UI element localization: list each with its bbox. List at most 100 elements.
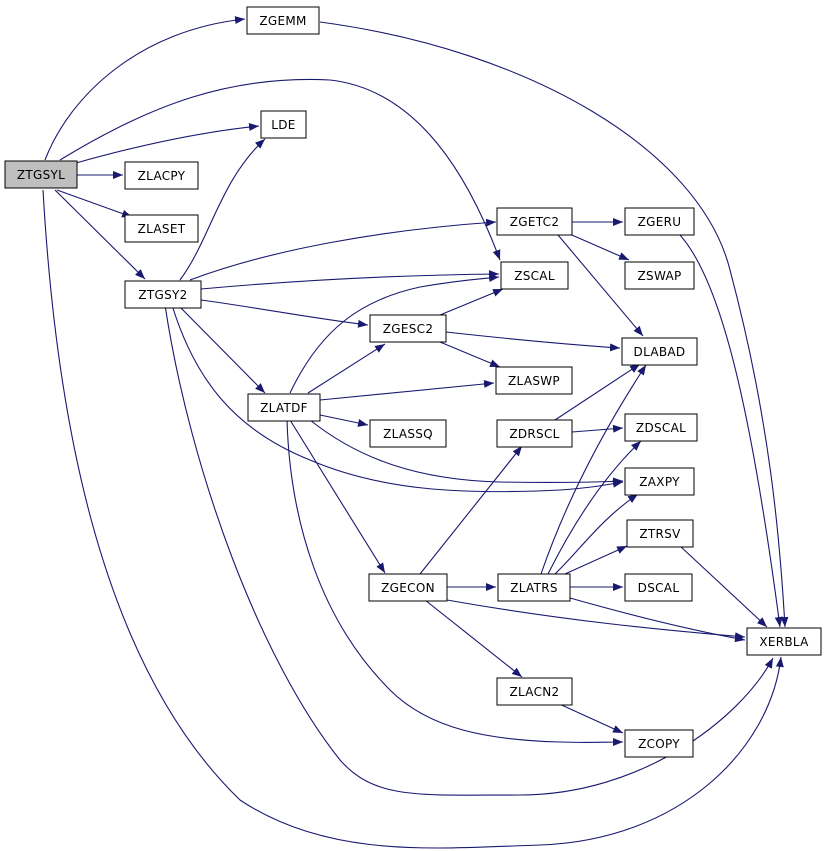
edge-zgetc2-zswap bbox=[564, 231, 630, 261]
node-zswap[interactable]: ZSWAP bbox=[624, 261, 695, 290]
node-zcopy-box bbox=[624, 729, 694, 758]
node-dlabad-label: DLABAD bbox=[634, 345, 686, 359]
node-zgeru-box bbox=[624, 207, 695, 236]
node-xerbla-box bbox=[746, 627, 822, 656]
node-zdrscl[interactable]: ZDRSCL bbox=[496, 419, 573, 448]
edge-ztgsyl-zlaset bbox=[56, 189, 133, 218]
node-zscal-label: ZSCAL bbox=[514, 269, 555, 283]
edge-zlatdf-zgecon bbox=[289, 419, 386, 574]
edge-ztgsy2-lde bbox=[179, 138, 266, 281]
node-dscal[interactable]: DSCAL bbox=[624, 573, 693, 602]
edge-ztgsy2-zgesc2 bbox=[200, 299, 369, 328]
node-zlatdf-box bbox=[247, 393, 321, 422]
node-zlaset-label: ZLASET bbox=[138, 222, 186, 236]
edge-ztgsy2-zscal bbox=[200, 270, 500, 290]
edge-ztgsy2-zaxpy bbox=[171, 304, 624, 493]
node-zlassq[interactable]: ZLASSQ bbox=[369, 419, 447, 448]
node-ztrsv[interactable]: ZTRSV bbox=[626, 519, 694, 548]
node-xerbla-label: XERBLA bbox=[759, 635, 809, 649]
edge-zgecon-zdrscl bbox=[419, 445, 523, 575]
node-zdscal[interactable]: ZDSCAL bbox=[624, 413, 698, 442]
node-dscal-box bbox=[624, 573, 693, 602]
node-zgecon-label: ZGECON bbox=[381, 581, 435, 595]
node-lde-label: LDE bbox=[271, 118, 295, 132]
node-zlatrs[interactable]: ZLATRS bbox=[497, 573, 571, 602]
edge-ztgsy2-xerbla bbox=[164, 304, 774, 796]
edge-zdrscl-dlabad bbox=[554, 363, 641, 421]
edge-ztgsyl-zscal bbox=[59, 78, 501, 261]
node-zgetc2-label: ZGETC2 bbox=[510, 215, 560, 229]
node-xerbla[interactable]: XERBLA bbox=[746, 627, 822, 656]
edge-zlatdf-zgesc2 bbox=[307, 343, 386, 394]
edge-ztgsyl-xerbla bbox=[42, 189, 784, 849]
node-zgeru[interactable]: ZGERU bbox=[624, 207, 695, 236]
edge-zlatdf-zscal bbox=[289, 274, 500, 394]
edge-zlacn2-zcopy bbox=[554, 701, 624, 734]
node-zdscal-label: ZDSCAL bbox=[636, 421, 686, 435]
node-zcopy[interactable]: ZCOPY bbox=[624, 729, 694, 758]
edge-zlatdf-zaxpy bbox=[309, 419, 624, 486]
node-zaxpy[interactable]: ZAXPY bbox=[624, 467, 695, 496]
node-zswap-label: ZSWAP bbox=[638, 269, 682, 283]
node-zlaset[interactable]: ZLASET bbox=[124, 214, 199, 243]
node-zgecon[interactable]: ZGECON bbox=[368, 573, 448, 602]
node-zgetc2-box bbox=[496, 207, 573, 236]
edge-ztgsy2-zgetc2 bbox=[189, 218, 497, 281]
edge-zgesc2-zlaswp bbox=[439, 341, 501, 368]
edge-zgesc2-zscal bbox=[439, 288, 504, 316]
node-ztgsy2[interactable]: ZTGSY2 bbox=[124, 280, 202, 309]
edge-zgecon-xerbla bbox=[446, 599, 746, 641]
node-ztgsyl[interactable]: ZTGSYL bbox=[4, 160, 78, 189]
node-lde[interactable]: LDE bbox=[260, 110, 307, 139]
node-ztgsyl-label: ZTGSYL bbox=[17, 168, 65, 182]
node-zcopy-label: ZCOPY bbox=[638, 737, 680, 751]
edge-ztgsyl-lde bbox=[75, 123, 260, 164]
node-zlacn2[interactable]: ZLACN2 bbox=[496, 677, 573, 706]
node-zlaset-box bbox=[124, 214, 199, 243]
node-zgesc2-label: ZGESC2 bbox=[383, 322, 434, 336]
function-nodes: ZTGSYL ZGEMM LDE ZLACPY ZLASET ZTGSY2 ZG… bbox=[4, 6, 822, 758]
edge-zgetc2-dlabad bbox=[557, 234, 644, 337]
edge-zlatdf-zlassq bbox=[319, 414, 369, 427]
node-zlacpy[interactable]: ZLACPY bbox=[124, 161, 199, 190]
node-ztgsy2-box bbox=[124, 280, 202, 309]
edge-ztgsyl-ztgsy2 bbox=[54, 189, 146, 280]
node-dlabad-box bbox=[621, 337, 698, 366]
node-zlatrs-label: ZLATRS bbox=[510, 581, 558, 595]
node-ztgsy2-label: ZTGSY2 bbox=[138, 288, 187, 302]
node-zaxpy-box bbox=[624, 467, 695, 496]
node-zdscal-box bbox=[624, 413, 698, 442]
node-zgemm-label: ZGEMM bbox=[259, 14, 306, 28]
node-zgemm[interactable]: ZGEMM bbox=[246, 6, 320, 35]
node-dscal-label: DSCAL bbox=[638, 581, 680, 595]
edge-zgeru-xerbla bbox=[679, 234, 783, 628]
node-ztrsv-label: ZTRSV bbox=[639, 527, 681, 541]
node-zgesc2-box bbox=[369, 314, 447, 343]
node-zgecon-box bbox=[368, 573, 448, 602]
edge-ztgsy2-zlatdf bbox=[177, 304, 266, 394]
node-ztgsyl-box bbox=[4, 160, 78, 189]
edge-zdrscl-zdscal bbox=[571, 424, 624, 433]
node-zlassq-label: ZLASSQ bbox=[383, 427, 433, 441]
node-zlaswp[interactable]: ZLASWP bbox=[495, 366, 573, 395]
node-lde-box bbox=[260, 110, 307, 139]
node-zswap-box bbox=[624, 261, 695, 290]
node-zaxpy-label: ZAXPY bbox=[639, 475, 680, 489]
node-zdrscl-box bbox=[496, 419, 573, 448]
edge-zlatdf-zcopy bbox=[286, 419, 624, 747]
edge-zlatrs-dlabad bbox=[540, 364, 647, 575]
edge-zgecon-zlacn2 bbox=[424, 599, 523, 678]
call-edges bbox=[42, 16, 789, 849]
node-zscal-box bbox=[500, 261, 569, 290]
node-zgetc2[interactable]: ZGETC2 bbox=[496, 207, 573, 236]
edge-zlatrs-zaxpy bbox=[554, 493, 639, 575]
node-zlacpy-label: ZLACPY bbox=[138, 169, 186, 183]
node-zlassq-box bbox=[369, 419, 447, 448]
edge-zlatrs-zdscal bbox=[547, 440, 642, 575]
edge-zlatrs-ztrsv bbox=[564, 545, 628, 575]
node-zscal[interactable]: ZSCAL bbox=[500, 261, 569, 290]
node-dlabad[interactable]: DLABAD bbox=[621, 337, 698, 366]
node-zgesc2[interactable]: ZGESC2 bbox=[369, 314, 447, 343]
node-zlatdf[interactable]: ZLATDF bbox=[247, 393, 321, 422]
